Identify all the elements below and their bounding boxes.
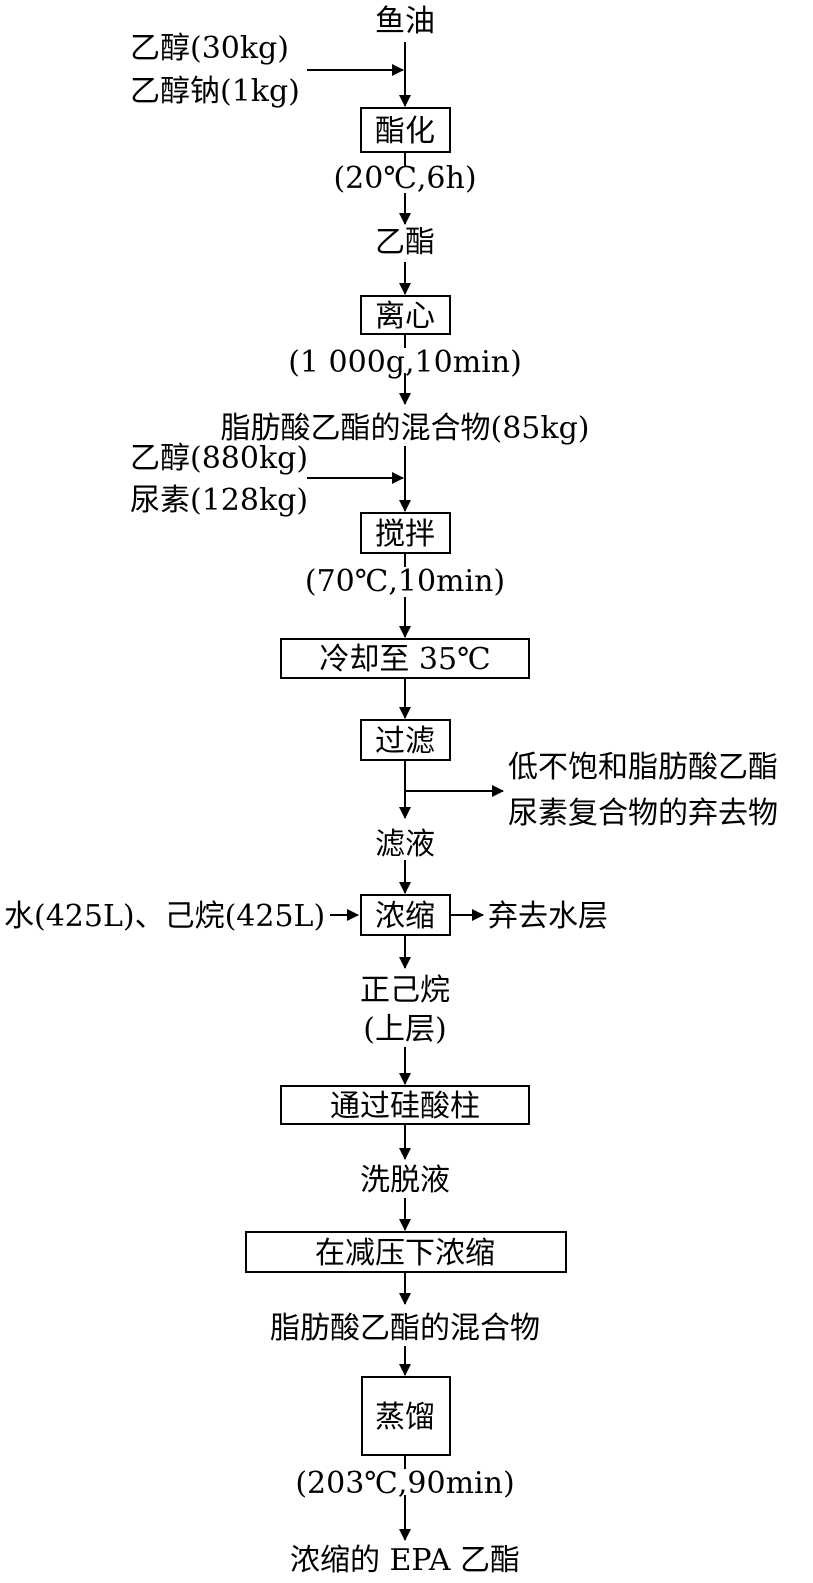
epa-product-label: 浓缩的 EPA 乙酯 [290,1543,520,1578]
concentrate-box [360,894,451,936]
fa-ester-mix-85-label: 脂肪酸乙酯的混合物(85kg) [221,411,590,446]
urea-128-label: 尿素(128kg) [130,483,308,518]
ethanol-880-label: 乙醇(880kg) [130,441,308,476]
concentrate-label: 浓缩 [375,899,435,934]
distill-box [361,1376,451,1456]
water-hexane-label: 水(425L)、己烷(425L) [4,899,325,934]
centrifuge-label: 离心 [375,299,435,334]
silica-column-label: 通过硅酸柱 [330,1089,480,1124]
ethanol-30-label: 乙醇(30kg) [130,31,289,66]
fa-ester-mix-label: 脂肪酸乙酯的混合物 [270,1311,540,1346]
cool-box [280,638,530,679]
ethyl-ester-label: 乙酯 [375,225,435,260]
reduced-pressure-label: 在减压下浓缩 [315,1236,495,1271]
distill-condition: (203℃,90min) [295,1466,514,1501]
esterify-condition: (20℃,6h) [333,161,476,196]
eluate-label: 洗脱液 [360,1163,450,1198]
discard-water-label: 弃去水层 [488,899,608,934]
filter-box [360,719,451,761]
stir-label: 搅拌 [375,517,435,552]
n-hexane-label: 正己烷 [360,973,450,1008]
cool-label: 冷却至 35℃ [319,642,490,677]
silica-column-box [280,1085,530,1125]
reduced-pressure-box [245,1231,567,1273]
esterify-label: 酯化 [375,114,435,149]
filter-label: 过滤 [375,724,435,759]
centrifuge-box [360,295,451,335]
distill-label: 蒸馏 [375,1400,435,1435]
centrifuge-condition: (1 000g,10min) [288,345,522,380]
fish-oil-label: 鱼油 [375,4,435,39]
waste-line1-label: 低不饱和脂肪酸乙酯 [508,750,778,785]
waste-line2-label: 尿素复合物的弃去物 [508,796,778,831]
stir-condition: (70℃,10min) [305,564,505,599]
esterify-box [360,107,451,153]
filtrate-label: 滤液 [375,827,435,862]
sodium-ethoxide-label: 乙醇钠(1kg) [130,74,300,109]
upper-layer-label: (上层) [363,1012,446,1047]
stir-box [360,512,451,554]
